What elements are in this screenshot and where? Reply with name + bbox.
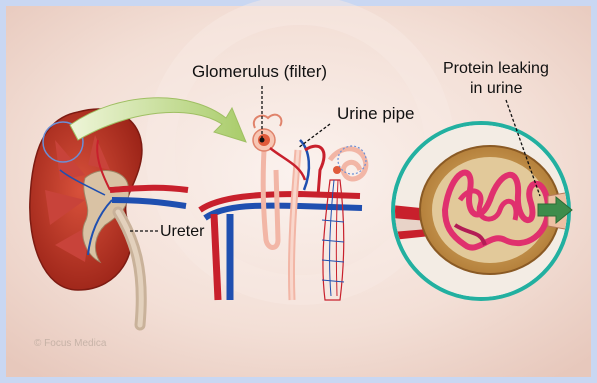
glomerulus-label: Glomerulus (filter)	[192, 62, 327, 82]
ureter-label: Ureter	[160, 223, 204, 241]
watermark: © Focus Medica	[34, 338, 106, 349]
urine-pipe-label: Urine pipe	[337, 104, 415, 124]
protein-leaking-label: Protein leaking	[443, 60, 549, 78]
in-urine-label: in urine	[470, 80, 522, 98]
